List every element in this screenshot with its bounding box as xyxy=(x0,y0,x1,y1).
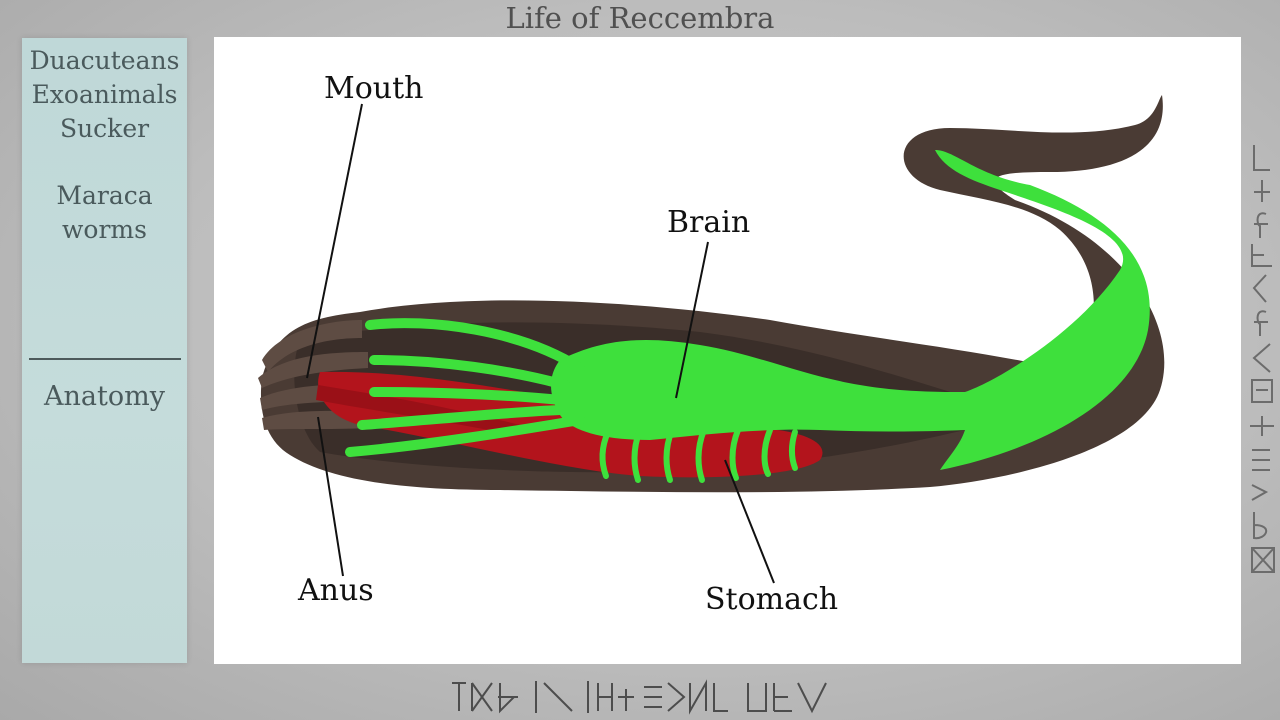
sidebar-line-3: Sucker xyxy=(59,114,150,143)
sidebar-line-1: Duacuteans xyxy=(29,46,180,75)
sidebar: Duacuteans Exoanimals Sucker Maraca worm… xyxy=(22,38,187,663)
diagram-panel: Mouth Brain Anus Stomach xyxy=(214,37,1241,664)
page-title: Life of Reccembra xyxy=(505,1,775,35)
constructed-script-footer-icon xyxy=(452,679,827,715)
nerve-cord xyxy=(551,150,1150,470)
label-anus: Anus xyxy=(297,573,374,608)
sidebar-section-title: Anatomy xyxy=(44,381,165,412)
sidebar-divider xyxy=(29,358,181,360)
label-mouth: Mouth xyxy=(324,71,423,106)
stomach-ribs xyxy=(599,427,798,483)
sidebar-line-2: Exoanimals xyxy=(31,80,178,109)
leader-lines xyxy=(306,103,775,584)
constructed-script-vertical-icon xyxy=(1250,145,1275,573)
gut-duct xyxy=(316,385,520,435)
label-stomach: Stomach xyxy=(705,582,838,617)
worm-anatomy-diagram: Mouth Brain Anus Stomach xyxy=(258,71,1165,617)
nerve-branches xyxy=(345,318,585,457)
sidebar-line-6: worms xyxy=(62,215,147,244)
label-brain: Brain xyxy=(667,205,750,240)
sidebar-line-5: Maraca xyxy=(56,181,153,210)
